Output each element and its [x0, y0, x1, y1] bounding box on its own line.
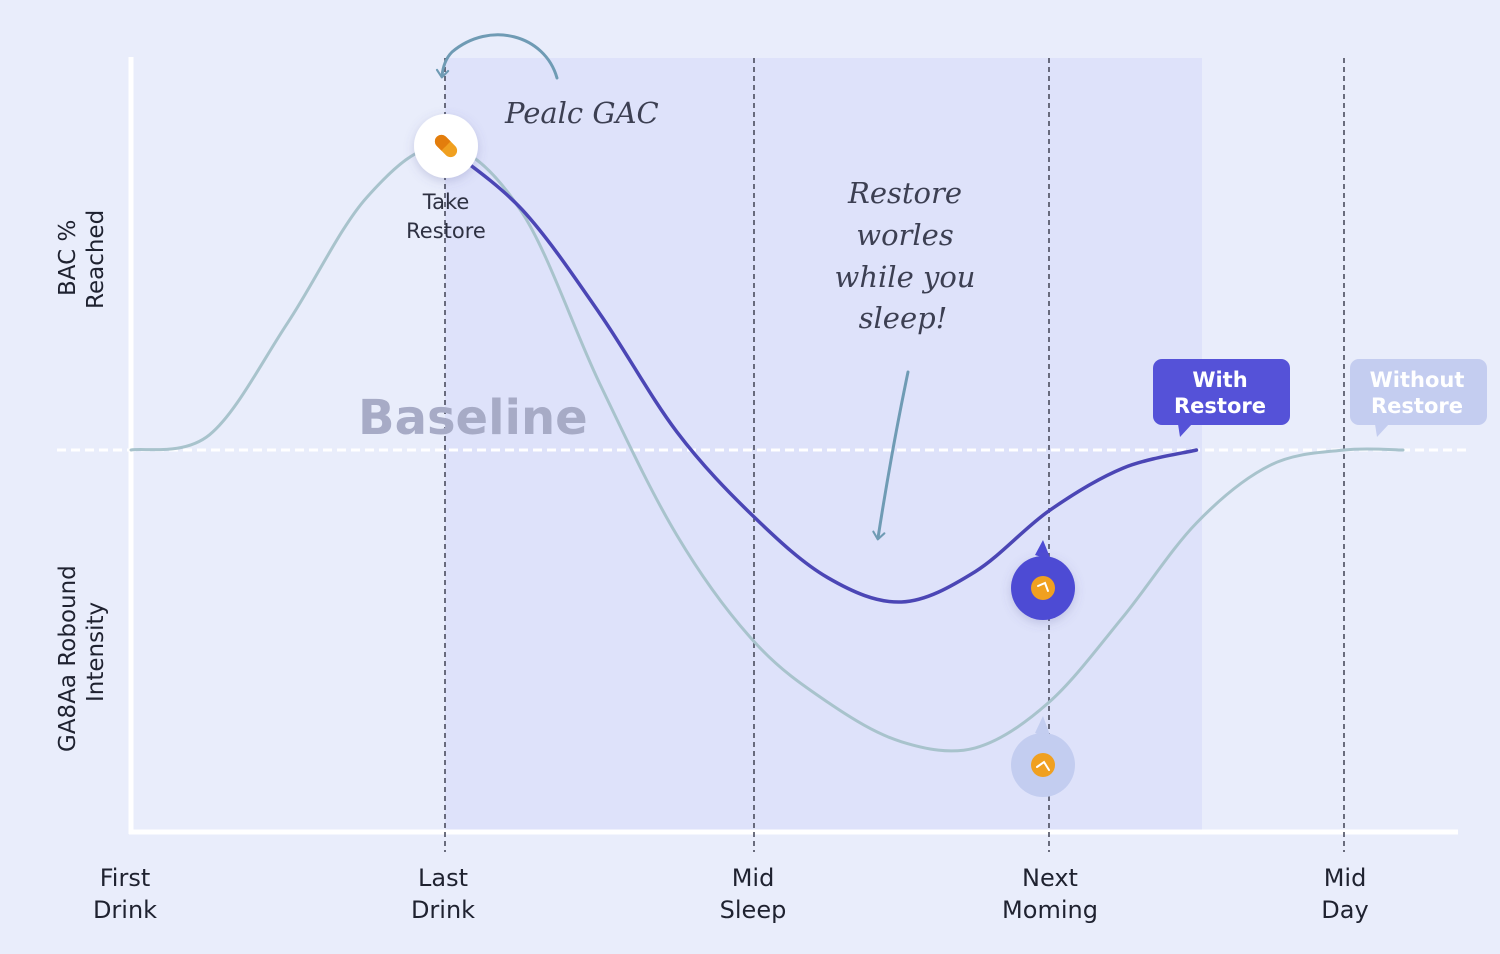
x-tick-label: First	[100, 864, 151, 892]
x-tick-label: Mid	[1324, 864, 1367, 892]
vertical-guides	[444, 58, 1345, 852]
legend-without-line1: Without	[1370, 368, 1465, 392]
x-tick-label: Next	[1022, 864, 1078, 892]
peak-arrow	[435, 33, 559, 80]
without-restore-marker	[1011, 716, 1075, 797]
legend-with-restore: With Restore	[1153, 359, 1290, 437]
legend-without-line2: Restore	[1371, 394, 1463, 418]
ylabel-upper-line2: Reached	[83, 210, 109, 309]
x-tick-label: Last	[418, 864, 468, 892]
x-tick-label: Moming	[1002, 896, 1098, 924]
x-tick-label: Day	[1321, 896, 1368, 924]
with-restore-marker	[1011, 540, 1075, 620]
ylabel-upper-line1: BAC %	[55, 220, 81, 296]
shaded-region-night	[445, 58, 1202, 830]
x-tick-label: Drink	[411, 896, 475, 924]
legend-with-line1: With	[1192, 368, 1247, 392]
works-arrow	[872, 370, 910, 541]
series-line-without-restore	[129, 144, 1405, 753]
works-annotation-line3: while you	[835, 260, 976, 294]
works-annotation-line4: sleep!	[859, 301, 948, 335]
x-tick-label: Drink	[93, 896, 157, 924]
ylabel-lower-line2: Intensity	[83, 602, 109, 702]
take-restore-label-1: Take	[422, 190, 470, 214]
legend-without-restore: Without Restore	[1350, 359, 1487, 437]
x-tick-label: Mid	[732, 864, 775, 892]
baseline-label: Baseline	[358, 390, 588, 446]
legend-with-line2: Restore	[1174, 394, 1266, 418]
works-annotation-line2: worles	[856, 218, 953, 252]
pill-icon	[1031, 753, 1055, 777]
take-restore-marker	[414, 114, 478, 178]
pill-icon	[1031, 576, 1055, 600]
ylabel-lower-line1: GA8Aa Robound	[55, 565, 81, 752]
capsule-icon	[434, 134, 458, 158]
peak-annotation: Pealc GAC	[504, 96, 659, 130]
x-tick-label: Sleep	[720, 896, 787, 924]
series-line-with-restore	[443, 144, 1199, 604]
take-restore-label-2: Restore	[406, 219, 486, 243]
works-annotation-line1: Restore	[847, 176, 962, 210]
